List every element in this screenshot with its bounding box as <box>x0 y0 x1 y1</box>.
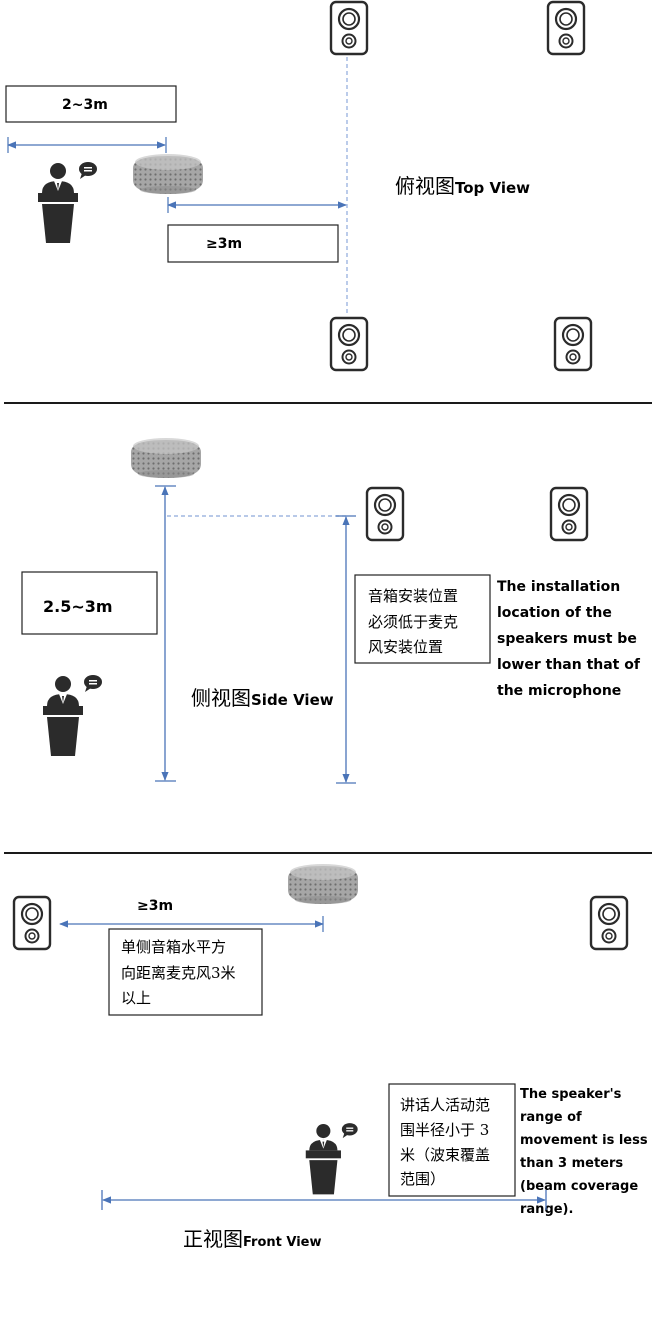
height-box <box>21 571 158 635</box>
note-en: The installation location of the speaker… <box>497 579 645 699</box>
distance-label: 2~3m <box>62 97 108 113</box>
speaker-icon <box>549 486 589 542</box>
view-title: 俯视图Top View <box>395 174 530 198</box>
presenter-icon <box>305 1123 358 1195</box>
presenter-icon <box>43 675 102 756</box>
top-view: 2~3m ≥3m 俯视图Top View <box>5 0 593 372</box>
speaker-icon <box>553 316 593 372</box>
speaker-icon <box>329 0 369 56</box>
speaker-icon <box>546 0 586 56</box>
note-cn: 音箱安装位置 必须低于麦克 风安装位置 <box>368 587 463 656</box>
side-view: 2.5~3m 音箱安装位置 必须低于麦克 风安装位置 The installat… <box>21 438 645 784</box>
speaker-icon <box>365 486 405 542</box>
note-box <box>108 928 263 1016</box>
distance-box <box>167 224 339 263</box>
distance-box <box>5 85 177 123</box>
height-label: 2.5~3m <box>43 597 113 616</box>
presenter-icon <box>38 162 97 243</box>
speaker-icon <box>12 895 52 951</box>
distance-label: ≥3m <box>206 236 242 252</box>
microphone-icon <box>131 438 201 478</box>
microphone-icon <box>288 864 358 904</box>
speaker-icon <box>329 316 369 372</box>
view-title: 侧视图Side View <box>191 686 334 710</box>
distance-label: ≥3m <box>137 898 173 914</box>
front-view: ≥3m 单侧音箱水平方 向距离麦克风3米 以上 讲话人活动范 围半径小于 3 米… <box>12 864 652 1251</box>
note-cn: 讲话人活动范 围半径小于 3 米（波束覆盖 范围） <box>400 1096 495 1188</box>
note-box <box>388 1083 516 1197</box>
note-cn: 单侧音箱水平方 向距离麦克风3米 以上 <box>121 938 240 1007</box>
microphone-icon <box>133 154 203 194</box>
note-en: The speaker's range of movement is less … <box>520 1087 652 1217</box>
note-box <box>354 574 491 664</box>
view-title: 正视图Front View <box>183 1227 322 1251</box>
speaker-icon <box>589 895 629 951</box>
